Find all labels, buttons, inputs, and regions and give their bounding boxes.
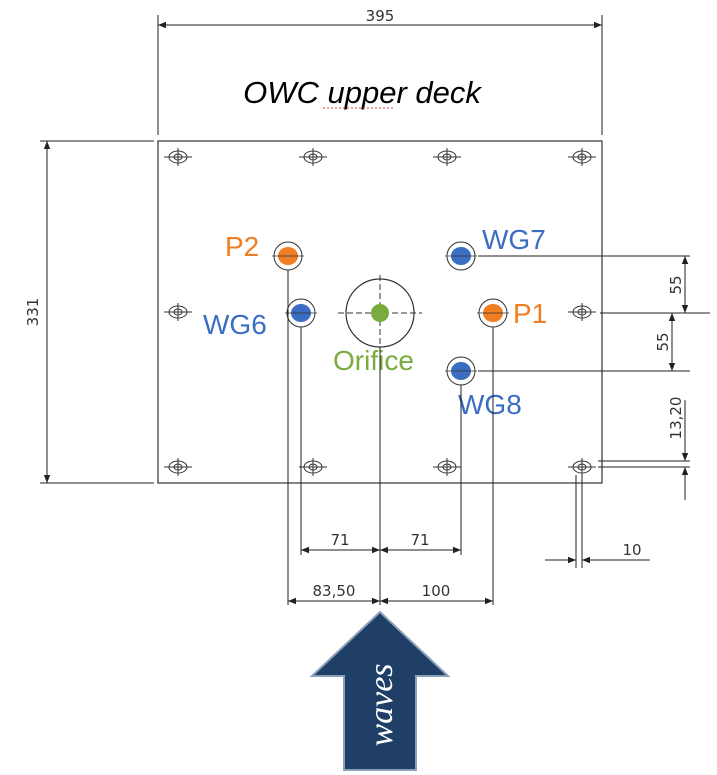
bolt-hole [164,458,192,476]
waves-arrow [309,610,451,771]
wg8-x-label: 71 [410,531,429,549]
waves-arrow-label: waves [363,663,400,746]
hole-edge-vertical-label: 13,20 [667,397,685,440]
sensor-p1 [477,298,509,328]
bolt-hole [433,458,461,476]
bolt-hole [568,303,596,321]
wg7-offset-label: 55 [667,275,685,294]
label-orifice: Orifice [333,345,414,376]
orifice-marker [371,304,389,322]
deck-title: OWC upper deck [243,75,482,110]
sensor-wg7 [445,241,477,271]
sensor-p2 [272,241,304,271]
bottom-dimensions [287,270,494,605]
wg8-offset-label: 55 [654,332,672,351]
label-wg7: WG7 [482,224,546,255]
bolt-holes [164,148,596,476]
width-dimension [157,15,603,135]
orifice [338,275,422,351]
bolt-hole [433,148,461,166]
p2-x-label: 83,50 [313,582,356,600]
label-p2: P2 [225,231,259,262]
height-dimension [40,140,154,484]
bolt-hole [299,458,327,476]
label-wg8: WG8 [458,389,522,420]
sensor-wg8 [445,356,477,386]
bolt-hole [299,148,327,166]
label-wg6: WG6 [203,309,267,340]
height-dimension-label: 331 [24,298,42,327]
sensor-wg6 [285,298,317,328]
label-p1: P1 [513,298,547,329]
right-dimensions [478,255,710,500]
bolt-hole [164,148,192,166]
bolt-hole [164,303,192,321]
hole-edge-horizontal-label: 10 [622,541,641,559]
bolt-hole [568,148,596,166]
bolt-hole [568,458,596,476]
wg6-x-label: 71 [330,531,349,549]
width-dimension-label: 395 [366,7,395,25]
p1-x-label: 100 [422,582,451,600]
hole-edge-horizontal-dimension [545,475,650,568]
